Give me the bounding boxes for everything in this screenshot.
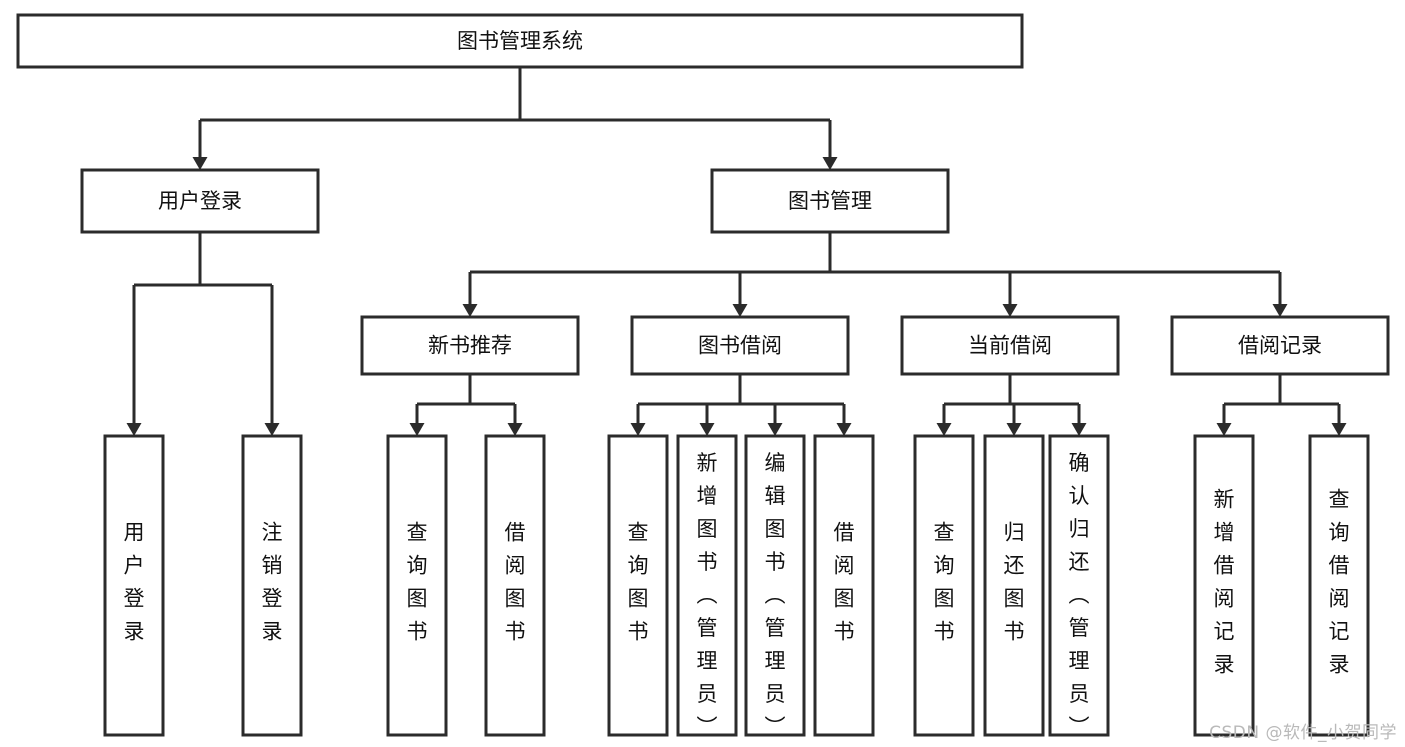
arrow-head-icon [732,304,748,317]
arrow-head-icon [699,423,715,436]
node-box [1048,434,1110,737]
node-label: 借阅图书 [834,521,855,644]
node-box [900,315,1120,376]
connector-group [936,374,1087,436]
node-box [386,434,448,737]
node-box [710,168,950,234]
node-box [16,13,1024,69]
node-box [241,434,303,737]
node-current-borrow[interactable]: 当前借阅 [900,315,1120,376]
connector-group [462,232,1288,317]
arrow-head-icon [1331,423,1347,436]
node-label: 查询图书 [407,521,428,644]
node-leaf-query-book-2[interactable]: 查询图书 [607,434,669,737]
node-leaf-query-book-3[interactable]: 查询图书 [913,434,975,737]
arrow-head-icon [836,423,852,436]
arrow-head-icon [507,423,523,436]
arrow-head-icon [822,157,838,170]
node-leaf-borrow-book-1[interactable]: 借阅图书 [484,434,546,737]
node-box [80,168,320,234]
arrow-head-icon [1002,304,1018,317]
node-label: 注销登录 [262,521,283,644]
node-leaf-user-login[interactable]: 用户登录 [103,434,165,737]
node-label: 查询图书 [934,521,955,644]
node-box [607,434,669,737]
node-box [676,434,738,737]
arrow-head-icon [192,157,208,170]
node-label: 借阅图书 [505,521,526,644]
node-leaf-edit-book[interactable]: 编辑图书︵管理员︶ [744,434,806,739]
node-label: 编辑图书︵管理员︶ [765,451,786,739]
node-box [1193,434,1255,737]
node-leaf-confirm-return[interactable]: 确认归还︵管理员︶ [1048,434,1110,739]
arrow-head-icon [409,423,425,436]
arrow-head-icon [1216,423,1232,436]
arrow-head-icon [462,304,478,317]
node-box [630,315,850,376]
node-box [1308,434,1370,737]
node-box [103,434,165,737]
node-label: 图书管理 [788,189,872,213]
connector-group [192,67,838,170]
node-label: 新书推荐 [428,334,512,358]
connector-group [409,374,523,436]
node-box [1170,315,1390,376]
node-leaf-add-record[interactable]: 新增借阅记录 [1193,434,1255,737]
node-label: 图书借阅 [698,334,782,358]
node-leaf-query-record[interactable]: 查询借阅记录 [1308,434,1370,737]
arrow-head-icon [630,423,646,436]
connector-group [1216,374,1347,436]
nodes-layer: 图书管理系统用户登录图书管理新书推荐图书借阅当前借阅借阅记录用户登录注销登录查询… [16,13,1390,739]
arrow-head-icon [767,423,783,436]
connector-group [126,232,280,436]
node-label: 新增图书︵管理员︶ [697,451,718,739]
node-box [360,315,580,376]
node-new-book-recommend[interactable]: 新书推荐 [360,315,580,376]
node-label: 当前借阅 [968,334,1052,358]
node-leaf-borrow-book-2[interactable]: 借阅图书 [813,434,875,737]
node-box [913,434,975,737]
node-leaf-user-logout[interactable]: 注销登录 [241,434,303,737]
node-borrow-record[interactable]: 借阅记录 [1170,315,1390,376]
node-root[interactable]: 图书管理系统 [16,13,1024,69]
node-label: 用户登录 [124,521,145,644]
node-label: 查询图书 [628,521,649,644]
node-box [484,434,546,737]
node-label: 图书管理系统 [457,29,583,53]
arrow-head-icon [1272,304,1288,317]
node-user-login[interactable]: 用户登录 [80,168,320,234]
node-leaf-return-book[interactable]: 归还图书 [983,434,1045,737]
node-box [744,434,806,737]
node-label: 确认归还︵管理员︶ [1069,451,1090,739]
node-box [983,434,1045,737]
edges-layer [126,67,1347,436]
arrow-head-icon [1006,423,1022,436]
arrow-head-icon [126,423,142,436]
arrow-head-icon [264,423,280,436]
node-label: 查询借阅记录 [1329,488,1350,677]
arrow-head-icon [1071,423,1087,436]
node-leaf-query-book-1[interactable]: 查询图书 [386,434,448,737]
arrow-head-icon [936,423,952,436]
node-book-manage[interactable]: 图书管理 [710,168,950,234]
node-label: 用户登录 [158,189,242,213]
connector-group [630,374,852,436]
node-book-borrow[interactable]: 图书借阅 [630,315,850,376]
node-leaf-add-book[interactable]: 新增图书︵管理员︶ [676,434,738,739]
node-label: 新增借阅记录 [1214,488,1235,677]
node-label: 归还图书 [1004,521,1025,644]
node-label: 借阅记录 [1238,334,1322,358]
node-box [813,434,875,737]
